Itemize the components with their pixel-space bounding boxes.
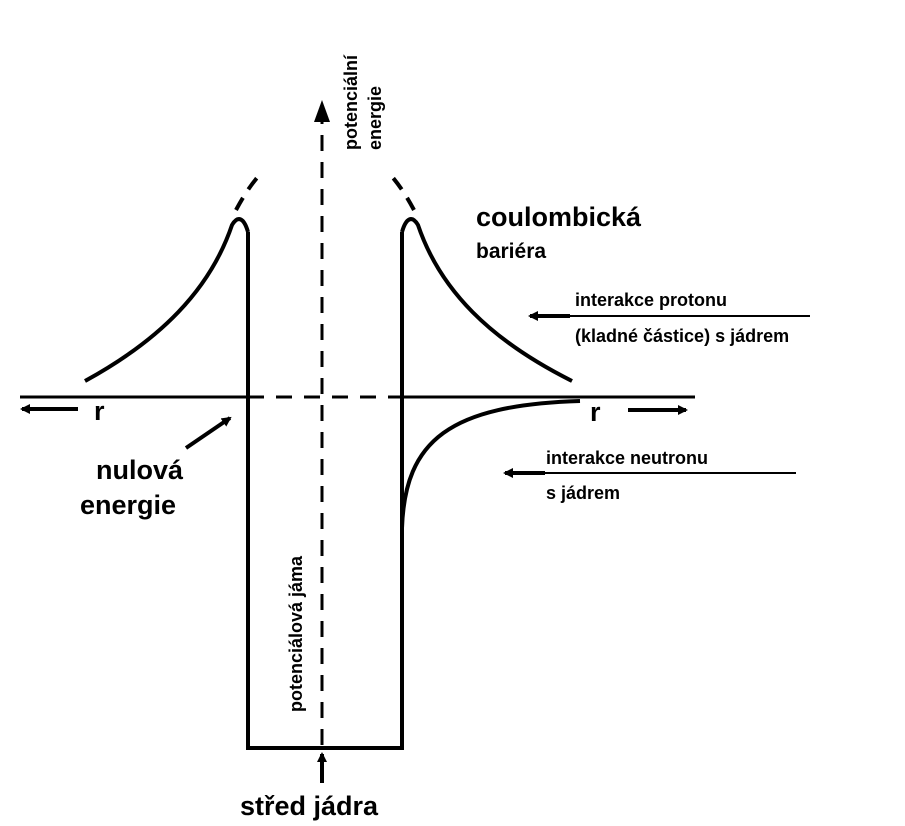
energy-axis-arrowhead [314, 100, 330, 122]
coulomb-barrier-label-2: bariéra [476, 240, 546, 263]
barrier-extension-right [386, 170, 416, 211]
potential-well-outline [246, 232, 404, 750]
neutron-label-1: interakce neutronu [546, 448, 708, 468]
neutron-curve [400, 399, 581, 529]
zero-energy-label-1: nulová [96, 455, 184, 485]
potential-well-label: potenciálová jáma [286, 555, 306, 712]
coulomb-barrier-label-1: coulombická [476, 202, 642, 232]
proton-label-1: interakce protonu [575, 290, 727, 310]
nucleus-center-label: střed jádra [240, 791, 379, 821]
svg-text:energie: energie [365, 86, 385, 150]
energy-axis-label: potenciální energie [341, 54, 385, 150]
barrier-extension-left [234, 170, 264, 211]
neutron-label-2: s jádrem [546, 483, 620, 503]
zero-energy-arrow [184, 416, 232, 450]
svg-text:potenciální: potenciální [341, 54, 361, 150]
barrier-curve-left [84, 217, 250, 383]
proton-label-2: (kladné částice) s jádrem [575, 326, 789, 346]
r-right-label: r [590, 397, 601, 427]
barrier-curve-right [400, 217, 573, 383]
zero-energy-label-2: energie [80, 490, 176, 520]
r-left-label: r [94, 396, 105, 426]
